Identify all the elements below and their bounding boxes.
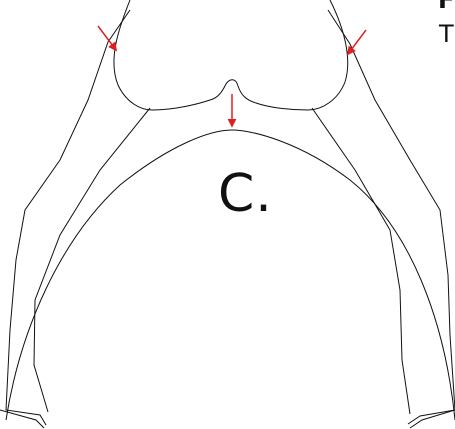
right-inner-contour bbox=[312, 108, 410, 414]
corner-text-top: F bbox=[438, 0, 454, 14]
right-base-tail bbox=[410, 410, 455, 428]
right-arrow-icon bbox=[348, 30, 366, 54]
corner-text-line2: T bbox=[439, 20, 454, 48]
left-inner-contour bbox=[34, 108, 150, 412]
central-lobe-shape bbox=[114, 0, 348, 110]
left-outer-contour bbox=[6, 10, 130, 425]
panel-label: C. bbox=[218, 168, 273, 220]
